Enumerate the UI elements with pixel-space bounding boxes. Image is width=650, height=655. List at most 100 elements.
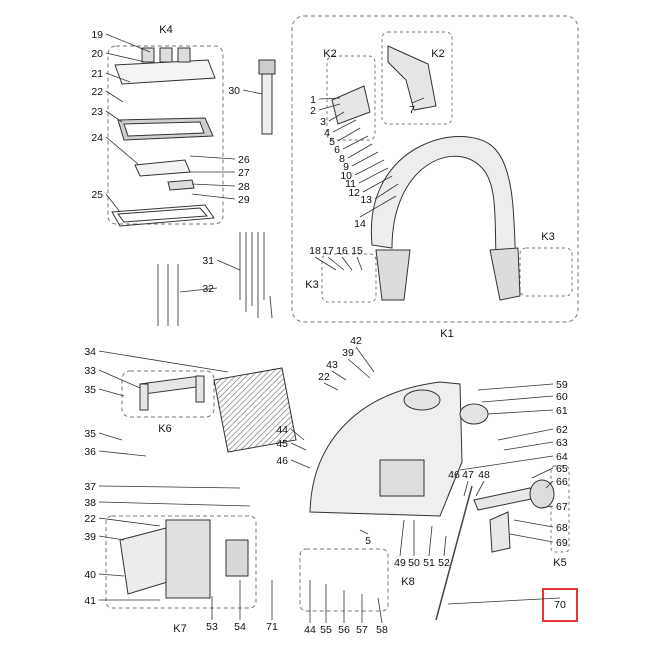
callout-43: 43 [326,359,338,371]
callout-38: 38 [84,497,96,509]
switch-panel-illustration [111,47,216,227]
callout-22b: 22 [318,371,330,383]
leader-line-17 [327,256,345,271]
callout-19: 19 [91,29,103,41]
leader-line-48 [475,480,485,497]
leader-line-35 [98,388,125,397]
callout-3: 3 [320,116,326,128]
group-label-k3b: K3 [541,231,554,243]
control-box-illustration [119,519,249,599]
callout-47: 47 [462,469,474,481]
callout-9: 9 [343,161,349,173]
callout-28: 28 [238,181,250,193]
callout-2: 2 [310,105,316,117]
callout-32: 32 [202,283,214,295]
leader-line-39b [98,535,125,541]
callout-12: 12 [348,187,360,199]
leader-line-18 [314,256,337,271]
handle-arch-illustration [331,45,521,301]
callout-14: 14 [354,218,366,230]
leader-line-4 [332,119,357,133]
leader-line-25 [105,193,121,213]
leader-line-5b [359,529,369,535]
cable-70-illustration [435,485,473,621]
callout-20: 20 [91,48,103,60]
callout-24: 24 [91,132,103,144]
callout-46b: 46 [448,469,460,481]
callout-55: 55 [320,624,332,636]
leader-line-10 [354,159,385,176]
leader-line-7 [411,97,425,104]
leader-line-15 [356,256,363,271]
callout-62: 62 [556,424,568,436]
group-label-k3a: K3 [305,279,318,291]
lever-illustration [473,479,555,553]
leader-line-43 [331,370,347,381]
leader-line-11 [358,167,389,184]
leader-line-34 [98,350,229,373]
callout-59: 59 [556,379,568,391]
leader-line-35b [98,432,123,441]
frame-k5 [550,465,570,553]
leader-line-45 [290,442,307,451]
leader-line-26 [189,155,236,160]
callout-4: 4 [324,127,330,139]
callout-39: 39 [342,347,354,359]
fitting-illustration [258,59,276,135]
leader-line-23 [105,110,123,123]
bracket-illustration [139,375,205,411]
callout-21: 21 [91,68,103,80]
leader-line-32 [179,287,218,293]
leader-line-37 [98,485,241,489]
callout-16: 16 [336,245,348,257]
highlight-box[interactable] [542,588,578,622]
cable-illustration [157,232,273,326]
frame-k2a [326,55,376,141]
callout-54: 54 [234,621,246,633]
group-label-k8: K8 [401,576,414,588]
leader-line-68 [513,519,554,528]
group-label-k2b: K2 [431,48,444,60]
callout-46: 46 [276,455,288,467]
leader-line-20 [105,52,146,63]
callout-44: 44 [276,424,288,436]
callout-27: 27 [238,167,250,179]
callout-22: 22 [91,86,103,98]
callout-64: 64 [556,451,568,463]
callout-37: 37 [84,481,96,493]
heatsink-illustration [213,367,297,453]
leader-line-31 [216,259,241,271]
group-label-k2a: K2 [323,48,336,60]
callout-65: 65 [556,463,568,475]
leader-line-1 [318,97,341,100]
callout-71: 71 [266,621,278,633]
leader-line-42 [355,346,375,373]
group-label-k7: K7 [173,623,186,635]
leader-line-60 [481,395,554,403]
leader-line-21 [105,72,131,83]
leader-line-16 [341,256,353,271]
callout-10: 10 [340,170,352,182]
callout-58: 58 [376,624,388,636]
leader-line-9 [351,151,379,167]
leader-line-64 [459,455,554,471]
leader-line-14 [359,195,397,218]
leader-line-44 [290,428,305,441]
callout-39b: 39 [84,531,96,543]
callout-53: 53 [206,621,218,633]
leader-line-51 [428,525,433,557]
group-label-k1: K1 [440,328,453,340]
callout-6: 6 [334,144,340,156]
callout-70[interactable]: 70 [554,599,566,611]
leader-line-22 [105,90,124,103]
callout-57: 57 [356,624,368,636]
group-label-k6: K6 [158,423,171,435]
leader-line-2 [318,103,341,111]
callout-33: 33 [84,365,96,377]
frame-k3b [519,247,573,297]
leader-line-49 [399,519,405,557]
callout-50: 50 [408,557,420,569]
callout-36: 36 [84,446,96,458]
callout-29: 29 [238,194,250,206]
leader-line-29 [191,193,236,200]
